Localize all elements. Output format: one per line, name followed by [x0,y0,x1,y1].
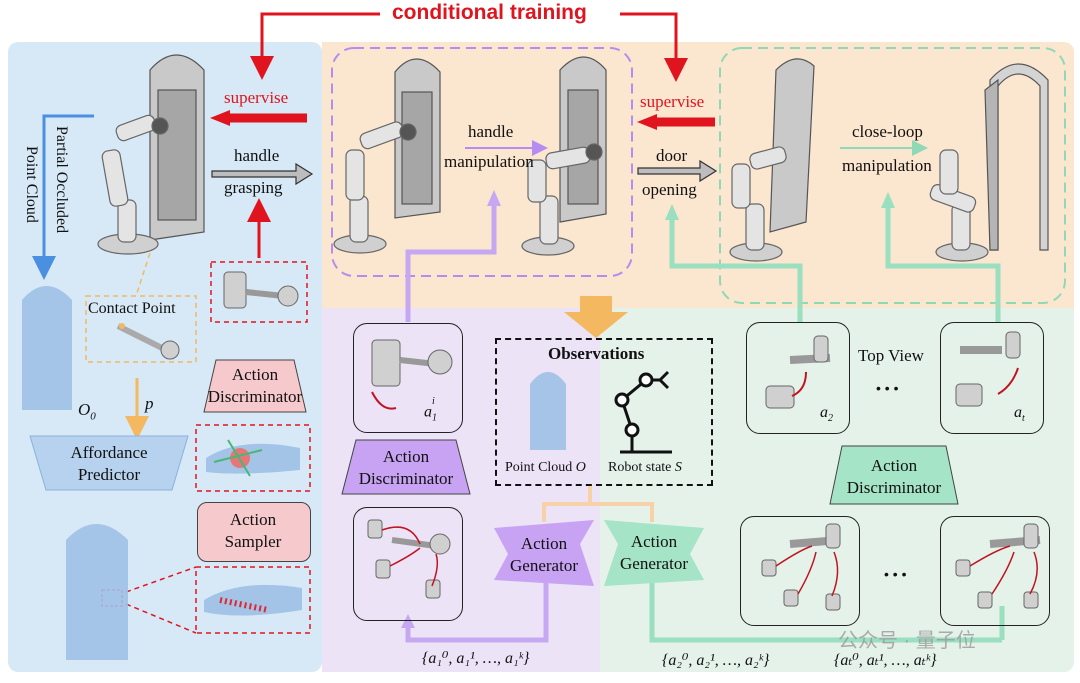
conditional-training-title: conditional training [392,1,587,24]
door-opening-line2: opening [642,180,697,199]
ati-label: at [1014,404,1025,425]
point-cloud-obs [530,372,566,450]
affordance-trapezoid [29,435,189,491]
a1i-label: a1i [424,396,437,424]
conditional-training-arrow-left [250,12,380,80]
robot-arm-top-2 [521,143,603,256]
handle-manip-dashed-box [331,47,633,277]
a2i-thumb [765,335,831,409]
closeloop-line1: close-loop [852,122,923,141]
contact-point-label: Contact Point [88,300,176,317]
set-a2-label: {a₂⁰, a₂¹, …, a₂ᵏ} [662,652,770,669]
watermark: 公众号 · 量子位 [838,630,976,652]
discriminator-preview [206,439,300,477]
top-view-label: Top View [858,346,924,365]
robot-arm-top-4 [929,149,989,262]
point-cloud-bottom [66,524,128,660]
top-view-dots: • • • [876,380,899,396]
robot-state-s-label: Robot state S [608,460,682,475]
at-set-thumb [955,523,1041,609]
door-top-3 [769,58,815,233]
robot-arm-top-3 [729,146,787,262]
handle-manip-line2: manipulation [444,152,534,171]
green-discriminator-trapezoid [829,445,959,505]
green-generator-hourglass [604,520,704,586]
observations-title: Observations [548,344,645,363]
handle-grasping-line2: grasping [224,178,283,197]
o0-label: O0 [78,400,96,423]
door-top-1 [394,58,441,219]
purple-discriminator-trapezoid [341,439,471,495]
ati-thumb [955,331,1021,407]
partial-occluded-label: Partial Occluded [53,126,70,234]
a2-set-box [740,516,860,626]
p-label: p [145,394,154,413]
a2i-box [746,322,850,434]
handle-grasping-line1: handle [234,146,280,165]
a1i-box [353,323,463,433]
observations-box [495,338,713,486]
conditional-training-arrow-right [620,12,688,82]
a2-set-thumb [761,523,841,611]
robot-arm-top-1 [333,121,417,254]
a1-set-thumb [367,519,451,599]
a1i-thumb [371,339,453,410]
point-cloud-vertical-label: Point Cloud [23,146,40,223]
closeloop-dashed-box [719,47,1066,304]
supervise-label-left: supervise [224,88,289,107]
point-cloud-o-label: Point Cloud O [505,460,586,475]
door-opening-arrow [637,159,718,183]
door-opening-line1: door [656,146,688,165]
robot-state-icon [614,370,672,454]
ati-box [940,322,1044,434]
a1-set-box [353,507,463,621]
left-discriminator-trapezoid [203,359,307,413]
at-set-box [940,516,1050,626]
grasp-preview [223,271,299,309]
door-left [149,54,205,241]
point-cloud-top [22,286,72,410]
door-top-4 [984,63,1049,251]
sampler-preview [204,584,302,616]
observation-down-arrow [564,296,628,338]
bottom-dots: • • • [884,566,907,582]
action-sampler-box [197,502,311,562]
robot-arm-left [97,114,169,255]
set-a1-label: {a₁⁰, a₁¹, …, a₁ᵏ} [422,650,530,667]
supervise-label-right: supervise [640,92,705,111]
contact-handle [116,323,180,360]
closeloop-line2: manipulation [842,156,932,175]
a2i-label: a2 [820,404,833,425]
handle-manip-line1: handle [468,122,514,141]
door-top-2 [559,56,607,223]
purple-generator-hourglass [494,520,594,586]
handle-grasping-arrow [211,162,314,186]
set-at-label: {aₜ⁰, aₜ¹, …, aₜᵏ} [834,652,937,669]
